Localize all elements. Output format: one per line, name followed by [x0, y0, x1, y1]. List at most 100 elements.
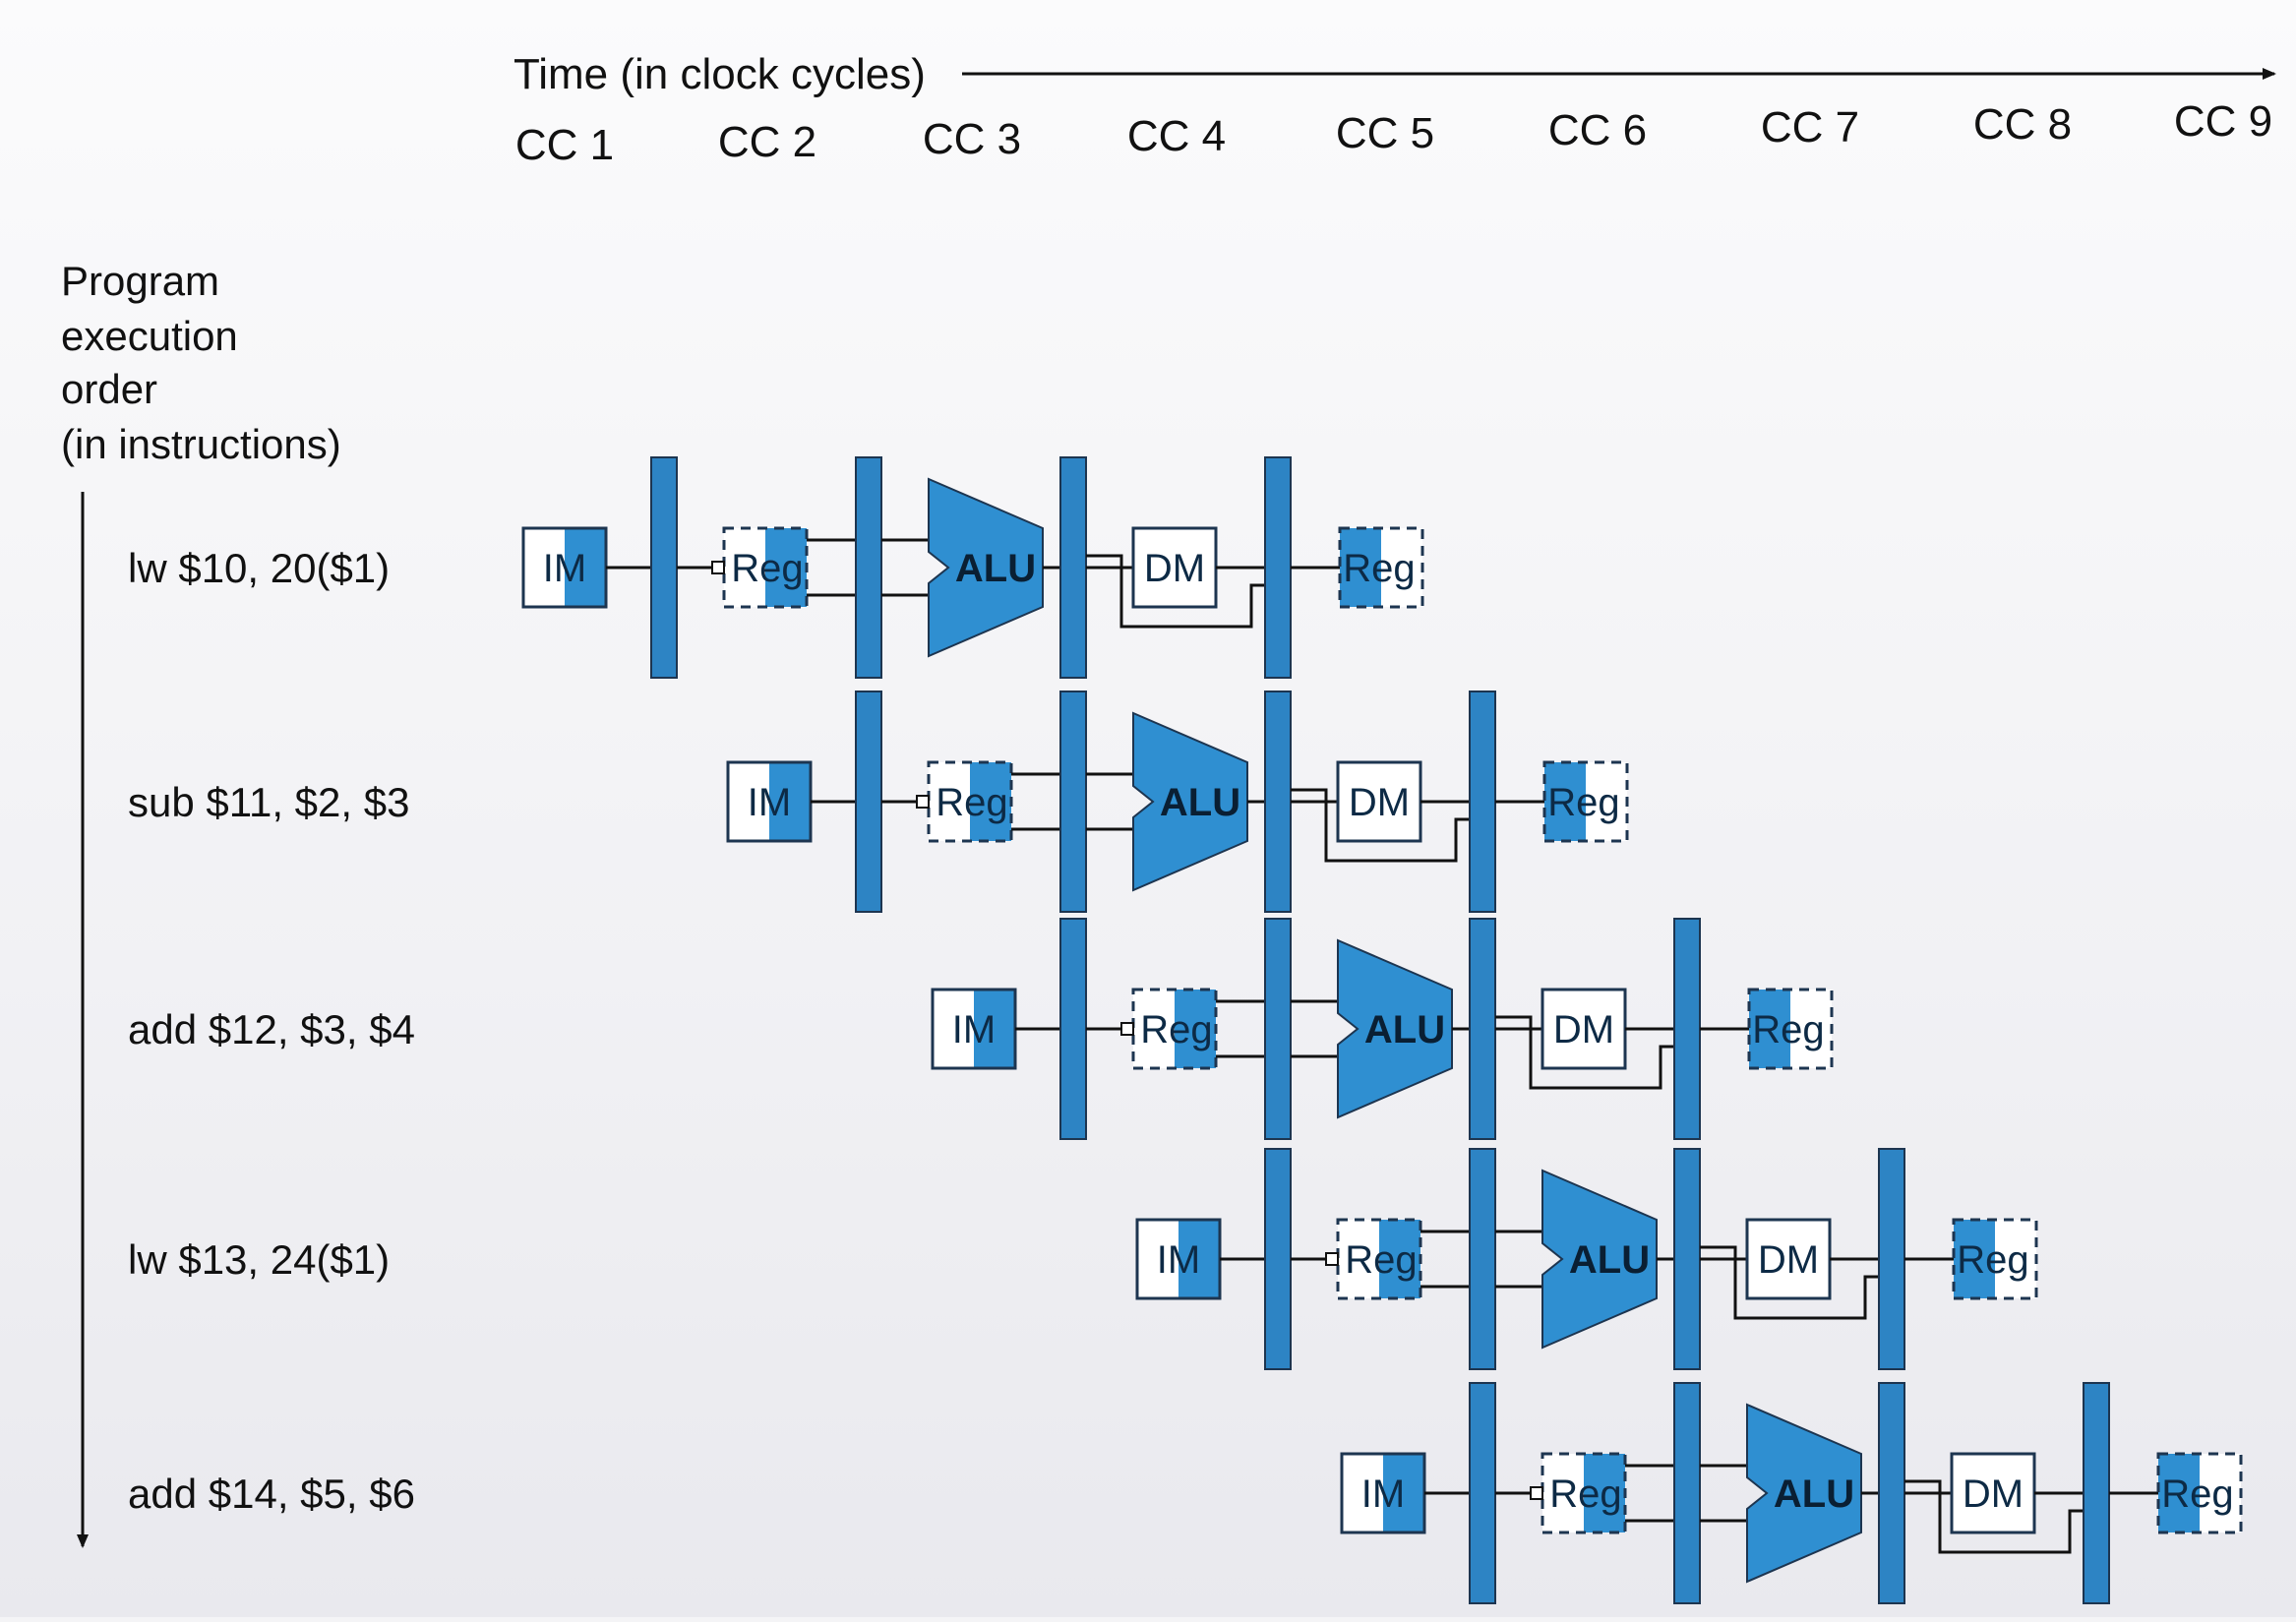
- pipeline-register-bar: [2083, 1382, 2110, 1604]
- dm-bypass-wire: [1904, 1479, 2084, 1554]
- pipeline-register-bar: [1059, 456, 1087, 679]
- register-write-box: [2156, 1452, 2243, 1534]
- instruction-memory-box: [931, 988, 1017, 1070]
- register-write-box: [1338, 526, 1424, 609]
- cycle-label-8: CC 8: [1973, 100, 2072, 149]
- alu-shape: [1337, 938, 1453, 1119]
- cycle-label-2: CC 2: [718, 118, 816, 166]
- register-write-label: Reg: [1547, 781, 1619, 824]
- side-axis-line-3: order: [61, 366, 157, 412]
- register-read-port: [711, 561, 725, 574]
- alu-shape: [928, 477, 1044, 658]
- register-write-box: [1952, 1218, 2038, 1300]
- side-axis-line-4: (in instructions): [61, 421, 341, 467]
- instruction-label: sub $11, $2, $3: [128, 779, 409, 825]
- pipeline-register-bar: [1469, 1148, 1496, 1370]
- register-read-box: [722, 526, 809, 609]
- alu-label: ALU: [1364, 1008, 1445, 1051]
- register-read-label: Reg: [1140, 1008, 1212, 1051]
- data-memory-box: [1950, 1452, 2036, 1534]
- alu-shape: [1746, 1403, 1862, 1584]
- pipeline-register-bar: [1878, 1382, 1905, 1604]
- register-write-box: [1747, 988, 1834, 1070]
- instruction-memory-label: IM: [543, 547, 586, 590]
- instruction-memory-label: IM: [1157, 1238, 1200, 1282]
- register-read-box: [1336, 1218, 1422, 1300]
- pipeline-register-bar: [650, 456, 678, 679]
- data-memory-label: DM: [1553, 1008, 1614, 1051]
- instruction-memory-label: IM: [748, 781, 791, 824]
- register-read-label: Reg: [936, 781, 1007, 824]
- data-memory-label: DM: [1963, 1472, 2024, 1516]
- side-axis-line-1: Program: [61, 258, 219, 304]
- cycle-label-9: CC 9: [2174, 97, 2272, 146]
- alu-label: ALU: [1774, 1472, 1854, 1516]
- pipeline-register-bar: [1673, 918, 1701, 1140]
- data-memory-box: [1541, 988, 1627, 1070]
- instruction-label: lw $10, 20($1): [128, 545, 390, 591]
- register-read-port: [916, 795, 930, 809]
- pipeline-register-bar: [1059, 918, 1087, 1140]
- cycle-label-7: CC 7: [1761, 103, 1859, 151]
- pipeline-register-bar: [1264, 918, 1292, 1140]
- register-read-box: [1131, 988, 1218, 1070]
- pipeline-register-bar: [1264, 1148, 1292, 1370]
- instruction-row: sub $11, $2, $3 IM Reg ALU DM Reg: [128, 691, 1629, 913]
- register-read-label: Reg: [1345, 1238, 1417, 1282]
- alu-label: ALU: [1160, 781, 1240, 824]
- pipeline-register-bar: [1673, 1382, 1701, 1604]
- instruction-label: lw $13, 24($1): [128, 1236, 390, 1283]
- register-write-box: [1542, 760, 1629, 843]
- pipeline-register-bar: [855, 456, 882, 679]
- cycle-label-3: CC 3: [923, 115, 1021, 163]
- instruction-memory-label: IM: [1361, 1472, 1405, 1516]
- register-write-label: Reg: [1957, 1238, 2028, 1282]
- data-memory-box: [1336, 760, 1422, 843]
- register-read-port: [1120, 1022, 1134, 1036]
- dm-bypass-wire: [1700, 1245, 1879, 1320]
- instruction-memory-box: [1135, 1218, 1222, 1300]
- register-write-label: Reg: [1752, 1008, 1824, 1051]
- register-write-label: Reg: [2161, 1472, 2233, 1516]
- data-memory-label: DM: [1758, 1238, 1819, 1282]
- instruction-memory-label: IM: [952, 1008, 996, 1051]
- dm-bypass-wire: [1291, 788, 1470, 863]
- register-read-label: Reg: [731, 547, 803, 590]
- alu-label: ALU: [1569, 1238, 1650, 1282]
- instruction-label: add $12, $3, $4: [128, 1006, 415, 1052]
- register-write-label: Reg: [1343, 547, 1415, 590]
- pipeline-register-bar: [1264, 691, 1292, 913]
- register-read-label: Reg: [1549, 1472, 1621, 1516]
- dm-bypass-wire: [1495, 1015, 1674, 1090]
- alu-label: ALU: [955, 547, 1036, 590]
- side-axis: Program execution order (in instructions…: [61, 258, 341, 1548]
- instruction-memory-box: [726, 760, 813, 843]
- instruction-row: lw $13, 24($1) IM Reg ALU DM Reg: [128, 1148, 2038, 1370]
- pipeline-register-bar: [1264, 456, 1292, 679]
- instruction-row: add $12, $3, $4 IM Reg ALU DM Reg: [128, 918, 1834, 1140]
- pipeline-register-bar: [1878, 1148, 1905, 1370]
- cycle-label-5: CC 5: [1336, 109, 1434, 157]
- alu-shape: [1541, 1169, 1658, 1350]
- data-memory-label: DM: [1349, 781, 1410, 824]
- pipeline-register-bar: [1059, 691, 1087, 913]
- pipeline-register-bar: [1673, 1148, 1701, 1370]
- cycle-label-4: CC 4: [1127, 112, 1226, 160]
- register-read-box: [927, 760, 1013, 843]
- cycle-label-6: CC 6: [1548, 106, 1647, 154]
- dm-bypass-wire: [1086, 554, 1265, 629]
- pipeline-register-bar: [855, 691, 882, 913]
- register-read-port: [1325, 1252, 1339, 1266]
- time-axis-label: Time (in clock cycles): [514, 50, 926, 98]
- side-axis-line-2: execution: [61, 313, 238, 359]
- data-memory-box: [1745, 1218, 1832, 1300]
- pipeline-register-bar: [1469, 691, 1496, 913]
- pipeline-register-bar: [1469, 1382, 1496, 1604]
- register-read-port: [1530, 1486, 1543, 1500]
